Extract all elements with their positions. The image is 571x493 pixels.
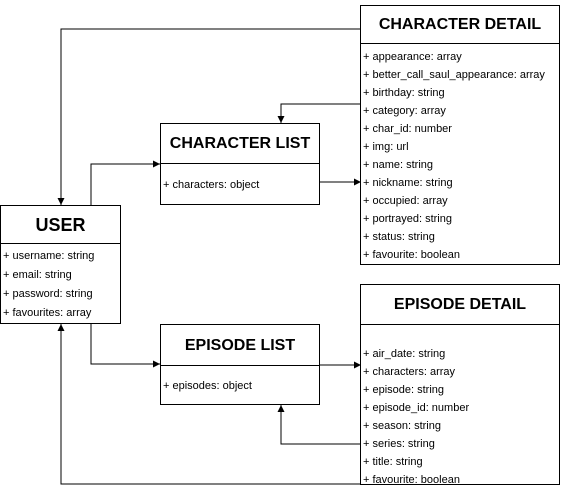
- edge-episode-detail-to-user: [57, 324, 361, 485]
- attribute-better-call-saul-appearance: + better_call_saul_appearance: array: [363, 69, 545, 81]
- attribute-favourites: + favourites: array: [3, 307, 92, 319]
- user-attributes: + username: string + email: string + pas…: [1, 244, 120, 323]
- edge-character-detail-to-character-list: [277, 103, 361, 123]
- attribute-birthday: + birthday: string: [363, 87, 445, 99]
- character-detail-title: CHARACTER DETAIL: [361, 6, 559, 44]
- character-detail-entity[interactable]: CHARACTER DETAIL + appearance: array + b…: [360, 5, 560, 265]
- attribute-occupied: + occupied: array: [363, 195, 448, 207]
- edge-character-detail-to-user: [57, 28, 361, 205]
- attribute-email: + email: string: [3, 269, 72, 281]
- character-list-entity[interactable]: CHARACTER LIST + characters: object: [160, 123, 320, 205]
- attribute-char-id: + char_id: number: [363, 123, 452, 135]
- attribute-nickname: + nickname: string: [363, 177, 453, 189]
- attribute-status: + status: string: [363, 231, 435, 243]
- character-list-attributes: + characters: object: [161, 164, 319, 204]
- attribute-name: + name: string: [363, 159, 434, 171]
- character-list-title: CHARACTER LIST: [161, 124, 319, 164]
- episode-detail-entity[interactable]: EPISODE DETAIL + air_date: string + char…: [360, 284, 560, 486]
- attribute-episode: + episode: string: [363, 384, 445, 396]
- edge-user-to-episode-list: [90, 324, 160, 368]
- attribute-characters: + characters: array: [363, 366, 456, 378]
- attribute-username: + username: string: [3, 250, 95, 262]
- attribute-favourite: + favourite: boolean: [363, 474, 460, 486]
- attribute-portrayed: + portrayed: string: [363, 213, 452, 225]
- user-entity[interactable]: USER + username: string + email: string …: [0, 205, 121, 324]
- episode-list-title: EPISODE LIST: [161, 325, 319, 366]
- edge-user-to-character-list: [90, 160, 160, 205]
- episode-list-entity[interactable]: EPISODE LIST + episodes: object: [160, 324, 320, 405]
- episode-detail-title: EPISODE DETAIL: [361, 285, 559, 325]
- episode-detail-attributes: + air_date: string + characters: array +…: [361, 325, 559, 486]
- attribute-season: + season: string: [363, 420, 441, 432]
- attribute-characters: + characters: object: [163, 179, 260, 191]
- character-detail-attributes: + appearance: array + better_call_saul_a…: [361, 44, 559, 264]
- attribute-episode-id: + episode_id: number: [363, 402, 470, 414]
- attribute-password: + password: string: [3, 288, 93, 300]
- user-title: USER: [1, 206, 120, 244]
- attribute-title: + title: string: [363, 456, 423, 468]
- attribute-img: + img: url: [363, 141, 409, 153]
- attribute-air-date: + air_date: string: [363, 348, 446, 360]
- attribute-favourite: + favourite: boolean: [363, 249, 460, 261]
- edge-episode-detail-to-episode-list: [277, 405, 361, 445]
- attribute-series: + series: string: [363, 438, 435, 450]
- attribute-category: + category: array: [363, 105, 446, 117]
- attribute-appearance: + appearance: array: [363, 51, 462, 63]
- attribute-episodes: + episodes: object: [163, 380, 252, 392]
- episode-list-attributes: + episodes: object: [161, 366, 319, 404]
